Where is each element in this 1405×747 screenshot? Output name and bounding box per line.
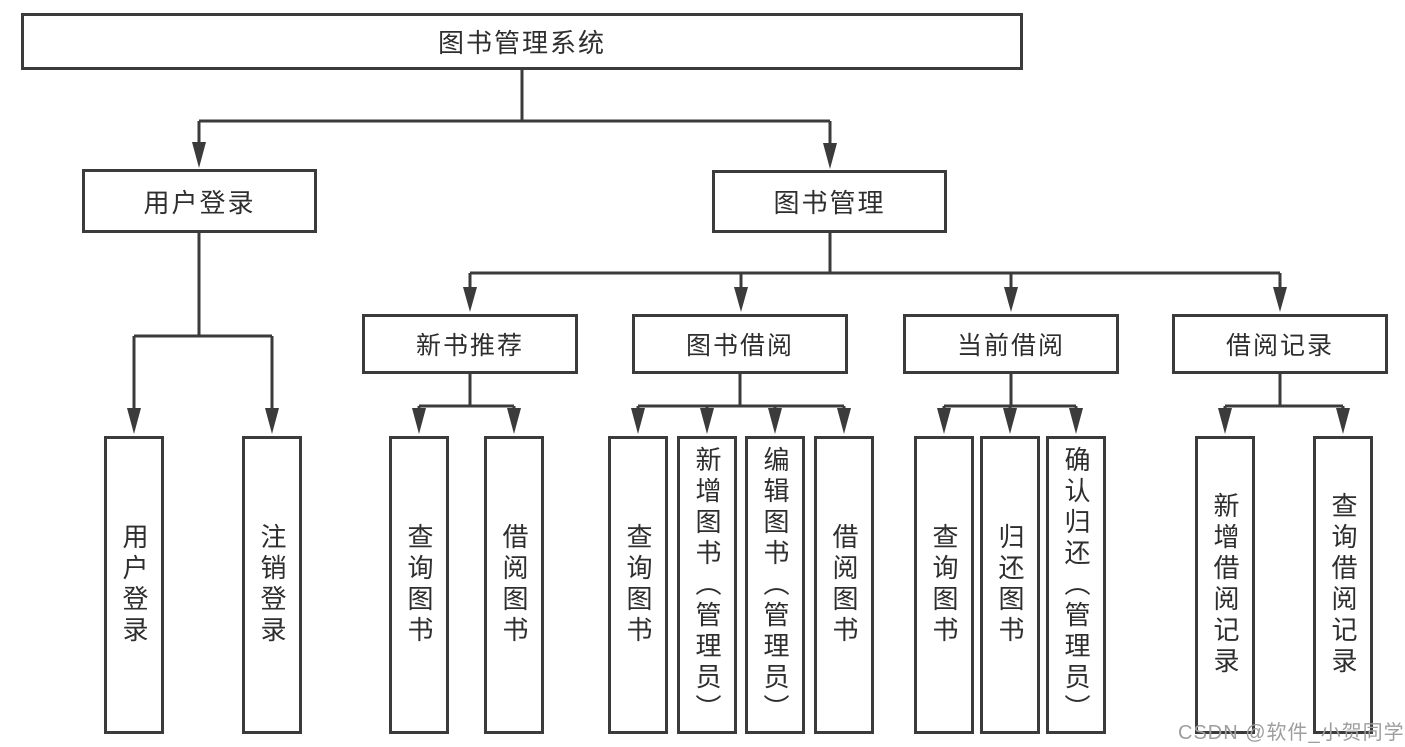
leaf-query-borrow-record: 查询借阅记录 — [1313, 436, 1373, 734]
leaf-recommend-query-books: 查询图书 — [389, 436, 449, 734]
leaf-label: 借阅图书 — [499, 523, 529, 647]
node-root-system: 图书管理系统 — [21, 13, 1023, 70]
leaf-add-books-admin: 新增图书（管理员） — [677, 436, 737, 734]
leaf-edit-books-admin: 编辑图书（管理员） — [745, 436, 805, 734]
leaf-user-login: 用户登录 — [104, 436, 164, 734]
leaf-confirm-return-admin: 确认归还（管理员） — [1046, 436, 1106, 734]
node-user-login: 用户登录 — [82, 169, 317, 233]
leaf-label: 用户登录 — [119, 523, 149, 647]
leaf-current-query-books: 查询图书 — [914, 436, 974, 734]
node-borrow-records: 借阅记录 — [1172, 314, 1388, 374]
node-current-borrow: 当前借阅 — [903, 314, 1119, 374]
leaf-label: 查询图书 — [929, 523, 959, 647]
leaf-label: 借阅图书 — [829, 523, 859, 647]
node-new-book-recommend: 新书推荐 — [362, 314, 578, 374]
leaf-borrow-books: 借阅图书 — [814, 436, 874, 734]
leaf-label: 归还图书 — [995, 523, 1025, 647]
leaf-return-books: 归还图书 — [980, 436, 1040, 734]
csdn-watermark: CSDN @软件_小贺同学 — [1178, 722, 1405, 744]
leaf-label: 新增图书（管理员） — [692, 445, 722, 725]
leaf-label: 查询借阅记录 — [1328, 492, 1358, 678]
leaf-label: 查询图书 — [404, 523, 434, 647]
leaf-recommend-borrow-books: 借阅图书 — [484, 436, 544, 734]
leaf-label: 编辑图书（管理员） — [760, 445, 790, 725]
leaf-logout: 注销登录 — [242, 436, 302, 734]
leaf-label: 确认归还（管理员） — [1061, 445, 1091, 725]
leaf-label: 新增借阅记录 — [1210, 492, 1240, 678]
leaf-add-borrow-record: 新增借阅记录 — [1195, 436, 1255, 734]
node-book-borrow: 图书借阅 — [632, 314, 848, 374]
node-book-management: 图书管理 — [712, 170, 947, 233]
leaf-label: 查询图书 — [623, 523, 653, 647]
leaf-label: 注销登录 — [257, 523, 287, 647]
leaf-borrow-query-books: 查询图书 — [608, 436, 668, 734]
